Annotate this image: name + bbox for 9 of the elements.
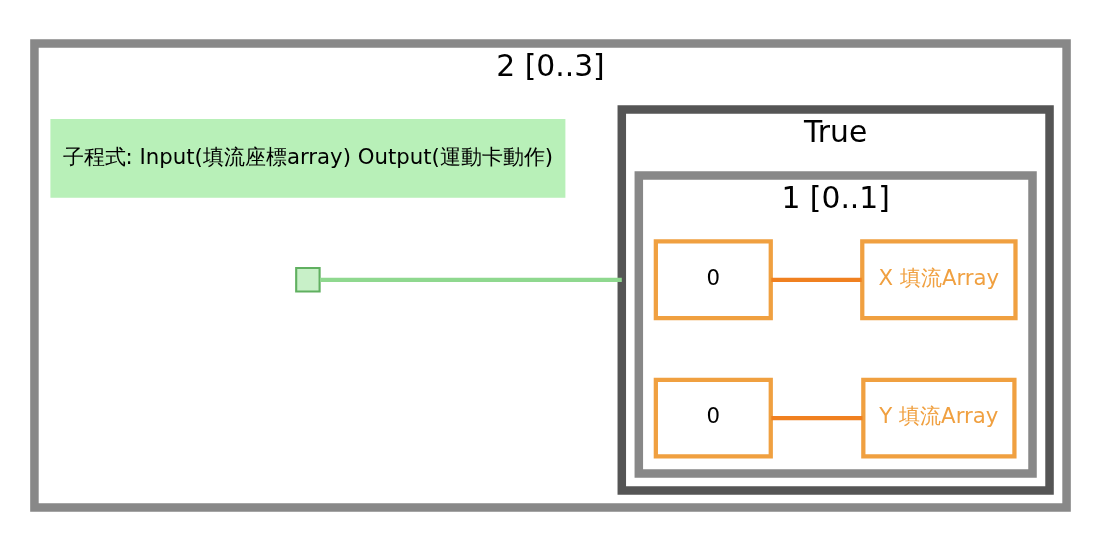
node-box: 0 — [653, 238, 773, 320]
connector — [319, 277, 622, 282]
node-box: X 填流Array — [860, 238, 1018, 320]
node-box: 0 — [653, 377, 773, 458]
connector — [771, 415, 863, 420]
node-box — [295, 266, 321, 293]
node-box: Y 填流Array — [861, 377, 1017, 458]
connector — [771, 277, 862, 282]
node-box: 子程式: Input(填流座標array) Output(運動卡動作) — [50, 118, 566, 198]
